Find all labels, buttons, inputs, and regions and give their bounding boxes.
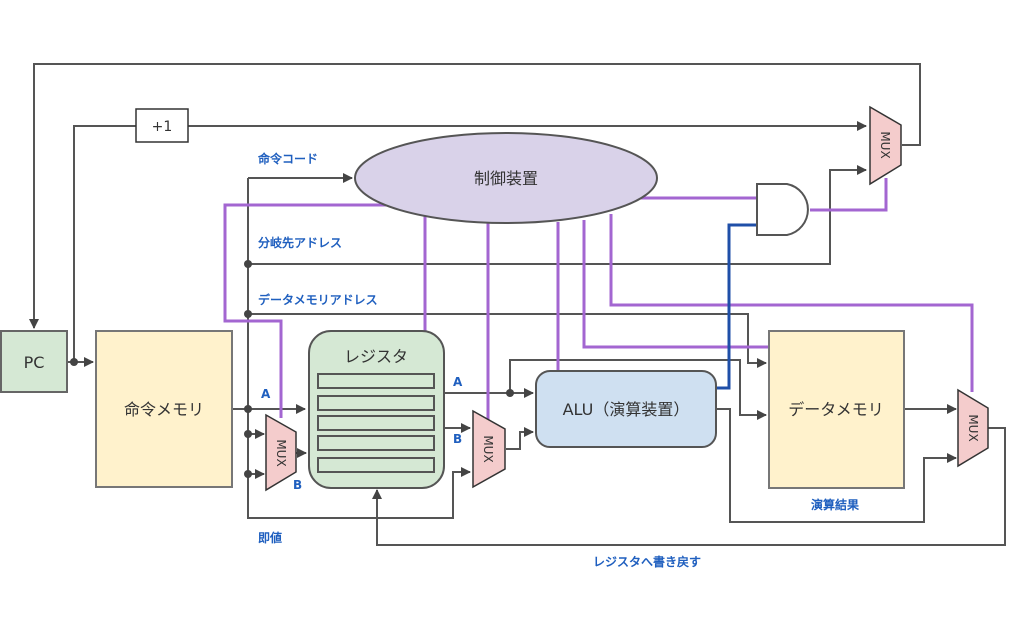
junction-dot [506, 389, 514, 397]
wire-alu-mux-out [506, 427, 534, 450]
label-port-b-in: B [293, 478, 302, 492]
control-unit-label: 制御装置 [474, 169, 538, 188]
mux-register-select-label: MUX [274, 439, 288, 466]
increment-label: +1 [152, 119, 173, 135]
register-slot [317, 415, 435, 431]
register-file-label: レジスタ [344, 347, 408, 366]
label-port-a-out: A [453, 375, 463, 389]
label-opcode: 命令コード [257, 151, 318, 166]
control-unit-block: 制御装置 [354, 132, 658, 224]
junction-dot [244, 405, 252, 413]
data-memory-label: データメモリ [788, 400, 884, 419]
increment-block: +1 [135, 108, 189, 143]
mux-write-back-label: MUX [966, 414, 980, 441]
alu-block: ALU（演算装置） [535, 370, 717, 448]
register-file-block: レジスタ [308, 330, 445, 489]
register-slot [317, 457, 435, 473]
label-immediate: 即値 [258, 530, 282, 545]
label-branch-address: 分岐先アドレス [258, 235, 342, 250]
label-data-memory-address: データメモリアドレス [258, 292, 378, 307]
pc-block: PC [0, 330, 68, 393]
control-line-dmem [582, 220, 768, 349]
instruction-memory-block: 命令メモリ [95, 330, 233, 488]
label-alu-result: 演算結果 [811, 497, 859, 512]
junction-dot [244, 430, 252, 438]
register-slot [317, 373, 435, 389]
wire-dmem-address [248, 313, 767, 368]
wire-pc-to-inc [73, 125, 136, 362]
junction-dot [244, 260, 252, 268]
label-write-back: レジスタへ書き戻す [593, 554, 701, 569]
mux-write-back: MUX [957, 388, 989, 468]
junction-dot [244, 470, 252, 478]
wire-reg-a-to-dmem [509, 359, 767, 420]
mux-register-select: MUX [265, 413, 297, 492]
control-line-wb-mux [609, 214, 974, 392]
wire-branch-address [248, 165, 867, 265]
label-port-a-in: A [261, 387, 271, 401]
data-memory-block: データメモリ [768, 330, 905, 489]
alu-label: ALU（演算装置） [563, 400, 690, 419]
wire-pc-next [29, 63, 921, 329]
mux-pc: MUX [869, 105, 902, 186]
wire-instruction-bus [247, 178, 471, 519]
wire-write-back [372, 427, 1006, 546]
label-port-b-out: B [453, 432, 462, 446]
mux-alu-input-label: MUX [481, 435, 495, 462]
zero-flag-line [716, 223, 757, 390]
instruction-memory-label: 命令メモリ [124, 400, 204, 419]
mux-pc-label: MUX [878, 131, 892, 158]
junction-dot [244, 310, 252, 318]
register-slot [317, 395, 435, 411]
and-gate [756, 183, 809, 236]
control-line-rf-mux [223, 203, 390, 418]
pc-label: PC [24, 353, 45, 372]
junction-dot [70, 358, 78, 366]
control-line-pc-mux [810, 178, 888, 212]
mux-alu-input: MUX [472, 409, 506, 489]
wire-alu-result [716, 408, 957, 523]
register-slot [317, 435, 435, 451]
